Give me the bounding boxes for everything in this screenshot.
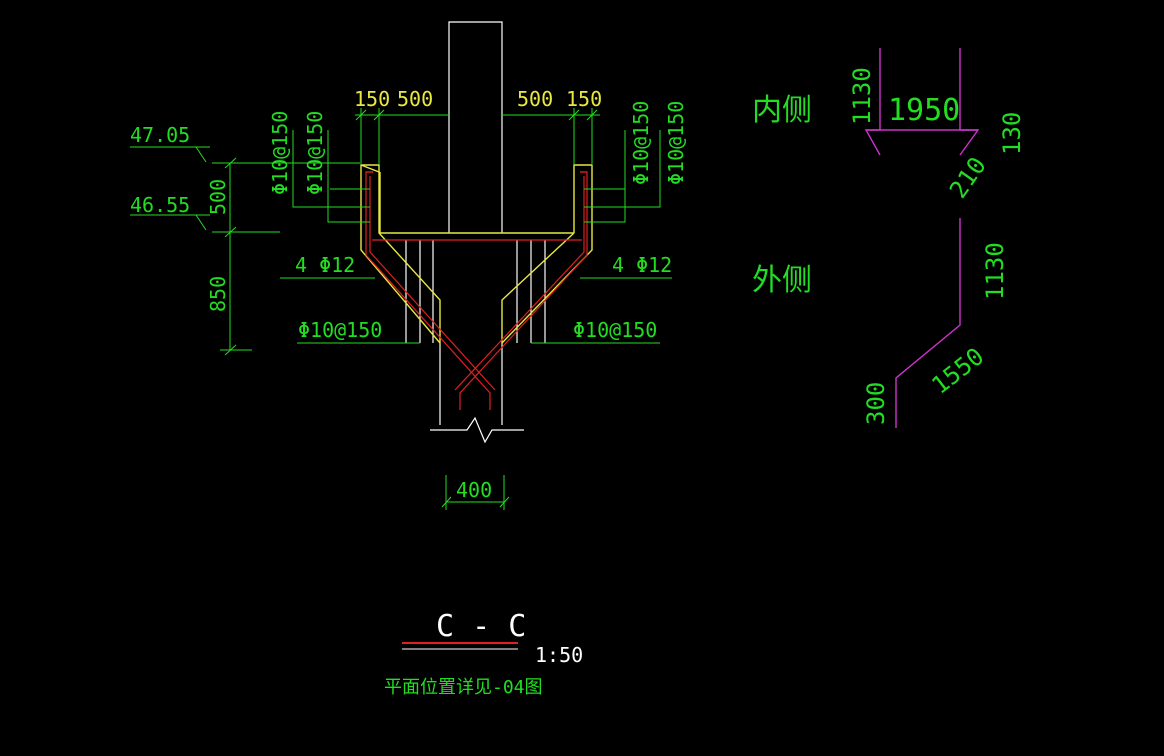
top-dimension-text: 150 500 500 150	[354, 87, 602, 111]
rebar-lines	[365, 171, 588, 410]
outer-dim-300: 300	[862, 382, 890, 425]
bar-shape-text: 内侧 1130 1950 130 210 外侧 1130 1550 300	[752, 67, 1026, 425]
rebar-label-left-2: Φ10@150	[303, 111, 327, 195]
scale-label: 1:50	[535, 643, 583, 667]
column-outline	[405, 21, 546, 444]
rebar-label-right-2: Φ10@150	[664, 101, 688, 185]
stirrup-left-label: Φ10@150	[298, 318, 382, 342]
elevation-bottom-label: 46.55	[130, 193, 190, 217]
bar-shape-lines	[864, 48, 980, 428]
elevation-top-label: 47.05	[130, 123, 190, 147]
pile-cap-outline	[360, 163, 593, 344]
section-title: C - C	[436, 609, 526, 644]
main-rebar-right-label: 4 Φ12	[612, 253, 672, 277]
outer-dim-1130: 1130	[981, 242, 1009, 300]
left-dimension-text: 47.05 46.55 500 850 Φ10@150 Φ10@150 Φ10@…	[130, 101, 688, 502]
stirrup-right-label: Φ10@150	[573, 318, 657, 342]
outer-side-label: 外侧	[752, 263, 812, 298]
dim-top-right-150: 150	[566, 87, 602, 111]
inner-dim-1950: 1950	[888, 93, 960, 128]
main-rebar-left-label: 4 Φ12	[295, 253, 355, 277]
inner-dim-210: 210	[944, 152, 992, 204]
dim-top-right-500: 500	[517, 87, 553, 111]
dim-top-left-500: 500	[397, 87, 433, 111]
rebar-label-right-1: Φ10@150	[629, 101, 653, 185]
inner-side-label: 内侧	[752, 93, 812, 128]
dim-500-vertical: 500	[206, 179, 230, 215]
plan-note-label: 平面位置详见-04图	[384, 677, 543, 698]
dim-top-left-150: 150	[354, 87, 390, 111]
inner-dim-130: 130	[998, 112, 1026, 155]
inner-dim-1130: 1130	[848, 67, 876, 125]
dim-850-vertical: 850	[206, 276, 230, 312]
title-block: C - C 1:50 平面位置详见-04图	[384, 609, 583, 698]
rebar-label-left-1: Φ10@150	[268, 111, 292, 195]
outer-dim-1550: 1550	[926, 342, 989, 400]
left-dimensions	[130, 108, 672, 510]
dim-width-label: 400	[456, 478, 492, 502]
